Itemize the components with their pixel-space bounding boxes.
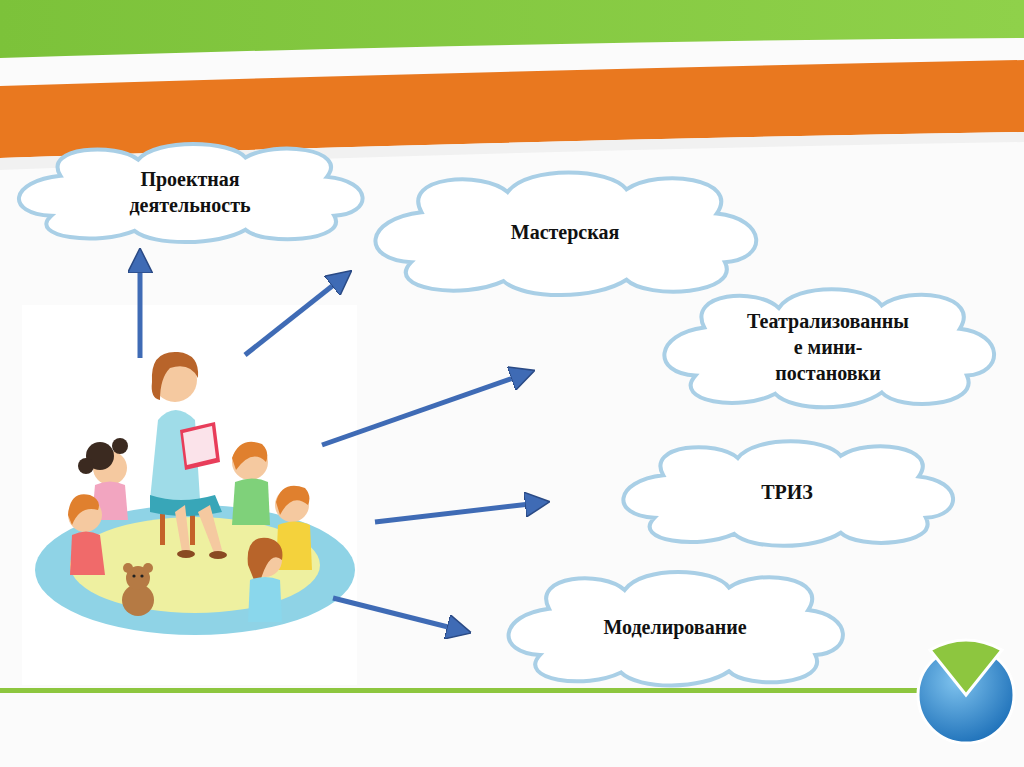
bottom-line [0,688,925,693]
arrow [245,283,336,355]
cloud-node: ТРИЗ [610,435,965,550]
arrow [322,377,516,445]
cloud-outline [5,138,375,246]
cloud-node: Проектная деятельность [5,138,375,246]
arrow [375,504,530,522]
cloud-label: Мастерская [511,219,620,245]
green-band [0,0,1024,58]
cloud-label: Театрализованны е мини- постановки [747,308,909,386]
pie-icon [918,640,1014,743]
cloud-label: Проектная деятельность [129,166,250,218]
teacher-children-illustration [35,352,355,635]
illustration-panel [22,305,357,685]
cloud-label: Моделирование [603,614,746,640]
arrow [138,268,143,358]
cloud-node: Моделирование [495,565,855,690]
arrow-group [140,268,530,628]
cloud-node: Театрализованны е мини- постановки [651,282,1006,412]
arrow [333,598,452,628]
cloud-node: Мастерская [360,165,770,300]
cloud-label: ТРИЗ [761,479,813,505]
